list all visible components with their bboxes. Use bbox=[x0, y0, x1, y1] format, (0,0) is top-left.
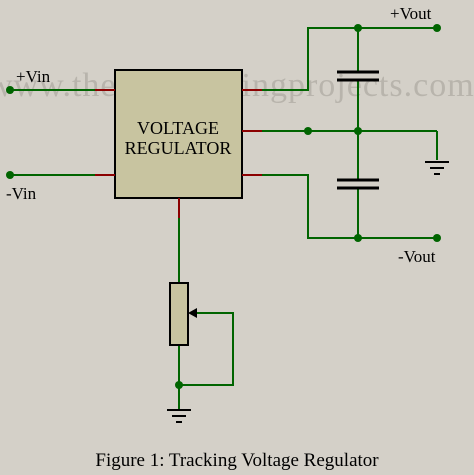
wires bbox=[10, 27, 438, 410]
wire-minus-out bbox=[262, 174, 437, 239]
ground-right bbox=[425, 161, 449, 175]
regulator-label-line2: REGULATOR bbox=[125, 138, 232, 158]
ground-bottom bbox=[167, 409, 191, 423]
node-plus-vin bbox=[6, 86, 14, 94]
potentiometer-body bbox=[169, 282, 189, 346]
voltage-regulator-box bbox=[114, 69, 243, 199]
node-common-cap bbox=[354, 127, 362, 135]
node-minus-vout-terminal bbox=[433, 234, 441, 242]
potentiometer-wiper-arrow bbox=[188, 308, 197, 318]
node-minus-vin bbox=[6, 171, 14, 179]
label-minus-vin: -Vin bbox=[6, 184, 37, 203]
label-minus-vout: -Vout bbox=[398, 247, 436, 266]
label-plus-vout: +Vout bbox=[390, 4, 432, 23]
node-minus-vout-cap bbox=[354, 234, 362, 242]
regulator-pins bbox=[95, 89, 262, 218]
node-plus-vout-terminal bbox=[433, 24, 441, 32]
node-plus-vout-cap bbox=[354, 24, 362, 32]
capacitors bbox=[337, 70, 379, 190]
label-plus-vin: +Vin bbox=[16, 67, 51, 86]
node-pot-wiper bbox=[175, 381, 183, 389]
junction-nodes bbox=[6, 24, 441, 389]
wire-wiper-loop bbox=[179, 312, 234, 386]
regulator-label-line1: VOLTAGE bbox=[137, 118, 219, 138]
node-common-out bbox=[304, 127, 312, 135]
wire-plus-out bbox=[262, 27, 437, 91]
figure-caption: Figure 1: Tracking Voltage Regulator bbox=[95, 450, 379, 471]
